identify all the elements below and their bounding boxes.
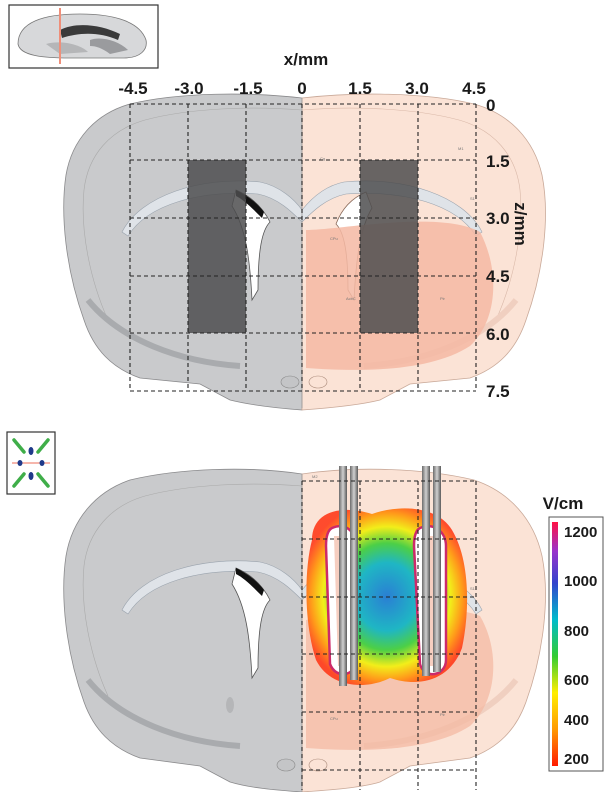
svg-text:CPu: CPu bbox=[330, 716, 338, 721]
x-tick: -1.5 bbox=[233, 79, 262, 98]
electrode-config-icon bbox=[7, 432, 55, 494]
svg-text:M2: M2 bbox=[312, 474, 318, 479]
z-tick: 7.5 bbox=[486, 382, 510, 401]
colorbar-tick: 800 bbox=[564, 623, 589, 640]
colorbar-tick: 1000 bbox=[564, 573, 597, 590]
colorbar-gradient bbox=[552, 522, 558, 766]
x-axis-title: x/mm bbox=[284, 50, 328, 69]
svg-text:Pir: Pir bbox=[440, 296, 446, 301]
colorbar: V/cm 1200 1000 800 600 400 200 bbox=[543, 494, 603, 771]
svg-text:AcbC: AcbC bbox=[346, 296, 356, 301]
x-tick: 3.0 bbox=[405, 79, 429, 98]
colorbar-tick: 400 bbox=[564, 712, 589, 729]
svg-text:S1: S1 bbox=[470, 586, 476, 591]
bottom-left-hemisphere bbox=[64, 469, 302, 792]
svg-text:S1: S1 bbox=[470, 196, 476, 201]
z-tick: 3.0 bbox=[486, 209, 510, 228]
top-left-electrode-region bbox=[188, 160, 246, 333]
colorbar-tick: 1200 bbox=[564, 524, 597, 541]
x-tick: -3.0 bbox=[174, 79, 203, 98]
z-tick: 0 bbox=[486, 96, 495, 115]
x-tick: 0 bbox=[297, 79, 306, 98]
svg-text:M1: M1 bbox=[458, 146, 464, 151]
svg-text:Pir: Pir bbox=[440, 712, 446, 717]
top-coronal-section: CPuM1 S1Cg PirAcbC bbox=[64, 94, 546, 410]
colorbar-tick: 200 bbox=[564, 751, 589, 768]
svg-text:CPu: CPu bbox=[330, 236, 338, 241]
x-tick: -4.5 bbox=[118, 79, 147, 98]
colorbar-title: V/cm bbox=[543, 494, 584, 513]
x-axis-ticks: -4.5 -3.0 -1.5 0 1.5 3.0 4.5 bbox=[118, 79, 485, 98]
x-tick: 4.5 bbox=[462, 79, 486, 98]
z-tick: 1.5 bbox=[486, 152, 510, 171]
bottom-coronal-section: CPu S1 M2Pir bbox=[64, 466, 546, 792]
z-axis-title: z/mm bbox=[511, 202, 530, 245]
colorbar-tick: 600 bbox=[564, 672, 589, 689]
top-right-electrode-region bbox=[360, 160, 418, 333]
z-tick: 4.5 bbox=[486, 267, 510, 286]
top-left-hemisphere bbox=[64, 94, 302, 410]
x-tick: 1.5 bbox=[348, 79, 372, 98]
sagittal-inset bbox=[9, 5, 158, 68]
z-tick: 6.0 bbox=[486, 325, 510, 344]
